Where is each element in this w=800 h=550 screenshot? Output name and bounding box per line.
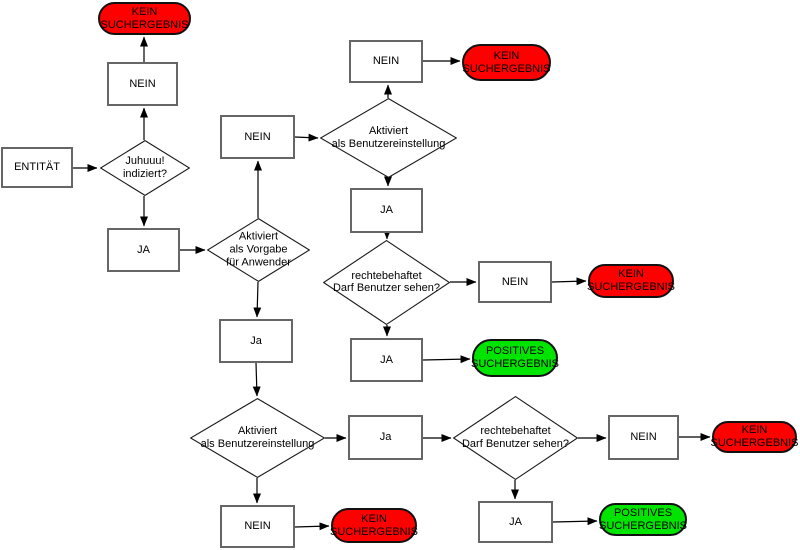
node-label: Ja [379, 431, 392, 444]
flow-node-nein-default: NEIN [220, 115, 295, 159]
node-label: NEIN [501, 275, 529, 288]
flow-node-ja-user-setting-bottom: Ja [348, 415, 423, 460]
flow-node-end-no-result-4: KEIN SUCHERGEBNIS [710, 421, 799, 453]
node-label: Aktiviert als Benutzereinstellung [331, 125, 446, 150]
flow-node-ja-user-setting-top: JA [350, 188, 423, 233]
flow-node-end-no-result-3: KEIN SUCHERGEBNIS [586, 264, 676, 298]
flow-node-nein-indexed: NEIN [107, 62, 178, 106]
node-label: KEIN SUCHERGEBNIS [462, 49, 551, 75]
node-label: KEIN SUCHERGEBNIS [710, 424, 799, 449]
node-label: KEIN SUCHERGEBNIS [100, 5, 189, 31]
node-label: JA [380, 353, 393, 366]
node-label: POSITIVES SUCHERGEBNIS [470, 345, 560, 370]
connector-arrow-nein-rights-top-to-end-no-result-3 [551, 277, 587, 286]
node-label: rechtebehaftet Darf Benutzer sehen? [332, 269, 441, 295]
node-label: JA [380, 204, 393, 217]
node-label: NEIN [129, 77, 156, 90]
node-label: ENTITÄT [14, 161, 60, 174]
flow-node-ja-rights-bottom: JA [478, 501, 553, 543]
node-label: NEIN [630, 431, 657, 444]
node-label: Ja [250, 334, 262, 347]
diamond-shape [100, 140, 190, 196]
connector-arrow-ja-rights-top-to-end-positive-1 [422, 355, 471, 364]
connector-arrow-decision-default-to-ja-default [253, 281, 262, 318]
node-label: POSITIVES SUCHERGEBNIS [598, 506, 688, 532]
node-label: Aktiviert als Benutzereinstellung [200, 425, 315, 450]
node-label: Juhuuu! indiziert? [122, 155, 168, 180]
node-label: KEIN SUCHERGEBNIS [329, 512, 419, 538]
flow-node-nein-rights-bottom: NEIN [608, 415, 679, 460]
connector-arrow-ja-rights-bottom-to-end-positive-2 [552, 517, 598, 526]
flow-node-decision-default: Aktiviert als Vorgabe für Anwender [207, 218, 310, 282]
flow-node-decision-rights-top: rechtebehaftet Darf Benutzer sehen? [323, 240, 450, 325]
node-label: JA [137, 243, 150, 256]
flow-node-end-positive-2: POSITIVES SUCHERGEBNIS [599, 503, 687, 536]
flow-node-ja-indexed: JA [107, 228, 180, 272]
connector-arrow-nein-default-to-decision-user-setting-top [294, 133, 319, 142]
diamond-shape [323, 240, 450, 325]
node-label: NEIN [244, 520, 271, 533]
flow-node-end-positive-1: POSITIVES SUCHERGEBNIS [470, 339, 560, 377]
connector-arrow-nein-user-setting-bottom-to-end-no-result-5 [294, 522, 330, 531]
diamond-shape [190, 398, 325, 478]
node-label: rechtebehaftet Darf Benutzer sehen? [461, 425, 570, 450]
diamond-shape [453, 396, 578, 480]
diamond-shape [207, 218, 310, 282]
flow-node-decision-user-setting-top: Aktiviert als Benutzereinstellung [320, 98, 457, 178]
node-label: JA [509, 515, 522, 528]
node-label: KEIN SUCHERGEBNIS [586, 268, 676, 293]
flow-node-end-no-result-1: KEIN SUCHERGEBNIS [98, 2, 191, 35]
connector-arrow-ja-default-to-decision-user-setting-bottom [252, 362, 261, 397]
flow-node-decision-indexed: Juhuuu! indiziert? [100, 140, 190, 196]
flow-node-nein-user-setting-bottom: NEIN [220, 505, 295, 548]
node-label: NEIN [244, 130, 271, 143]
flow-node-decision-user-setting-bottom: Aktiviert als Benutzereinstellung [190, 398, 325, 478]
flow-node-ja-rights-top: JA [350, 338, 423, 382]
flow-node-ja-default: Ja [219, 319, 293, 363]
flow-node-end-no-result-5: KEIN SUCHERGEBNIS [329, 508, 419, 543]
flow-node-nein-rights-top: NEIN [478, 261, 552, 303]
node-label: NEIN [372, 55, 400, 68]
flow-node-entity: ENTITÄT [1, 147, 73, 188]
flow-node-nein-user-setting-top: NEIN [349, 40, 423, 83]
node-label: Aktiviert als Vorgabe für Anwender [226, 230, 291, 269]
flow-node-end-no-result-2: KEIN SUCHERGEBNIS [462, 44, 551, 81]
flow-node-decision-rights-bottom: rechtebehaftet Darf Benutzer sehen? [453, 396, 578, 480]
